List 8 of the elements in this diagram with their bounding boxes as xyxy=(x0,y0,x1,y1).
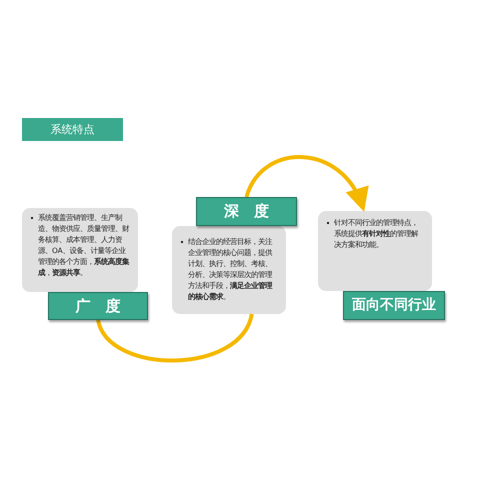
text-card xyxy=(172,226,286,314)
heading-tab: 面向不同行业 xyxy=(343,291,445,320)
title-banner: 系统特点 xyxy=(22,118,123,141)
curved-arrow xyxy=(244,155,366,212)
text-card xyxy=(318,211,432,291)
heading-tab: 广 度 xyxy=(48,292,148,320)
heading-tab: 深 度 xyxy=(196,197,297,226)
text-card xyxy=(22,208,138,292)
